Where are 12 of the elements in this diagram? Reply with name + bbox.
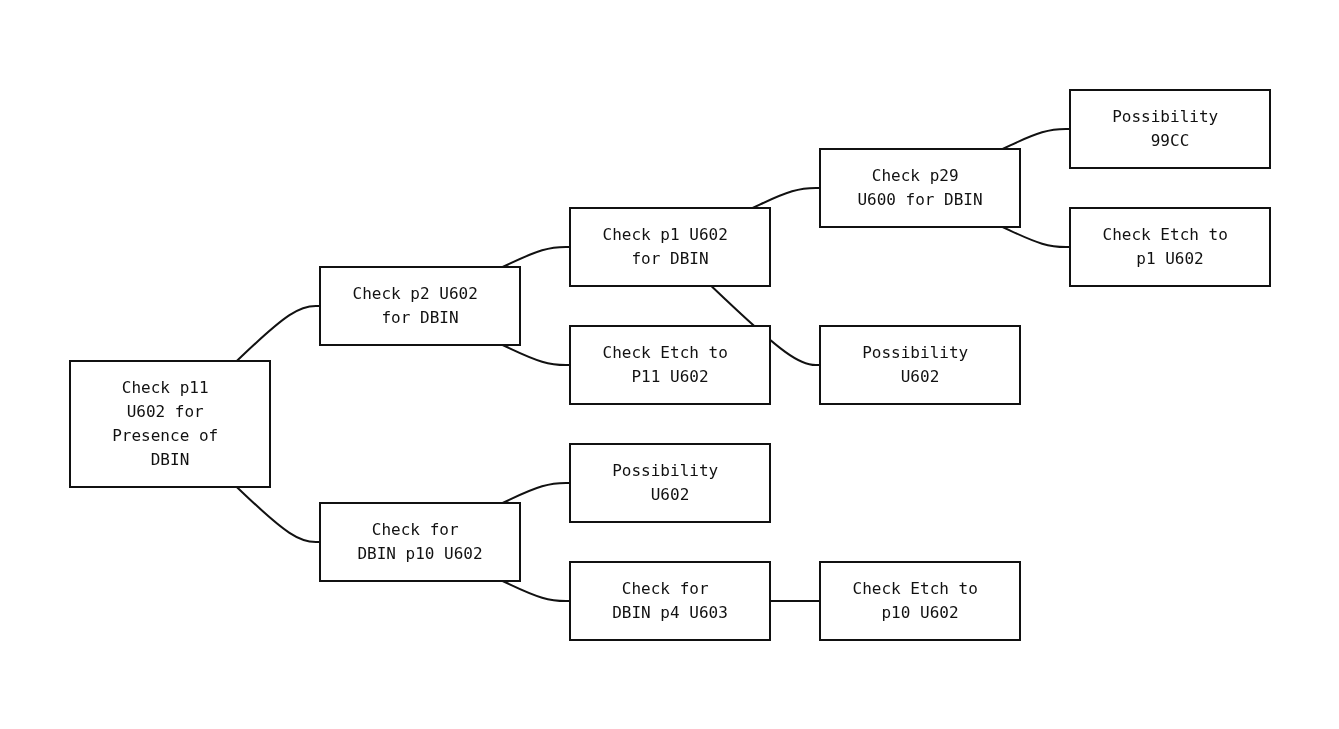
node-box: Check for DBIN p10 U602 [318,501,521,582]
node-box: Possibility U602 [818,324,1021,405]
node-box: Check Etch to P11 U602 [568,324,771,405]
node-box: Check p29 U600 for DBIN [818,147,1021,228]
node-box: Check p11 U602 for Presence of DBIN [68,359,271,488]
node-box: Check p2 U602 for DBIN [318,265,521,346]
node-box: Possibility U602 [568,442,771,523]
node-box: Check p1 U602 for DBIN [568,206,771,287]
node-box: Check Etch to p10 U602 [818,560,1021,641]
node-box: Check Etch to p1 U602 [1068,206,1271,287]
node-box: Possibility 99CC [1068,88,1271,169]
node-box: Check for DBIN p4 U603 [568,560,771,641]
